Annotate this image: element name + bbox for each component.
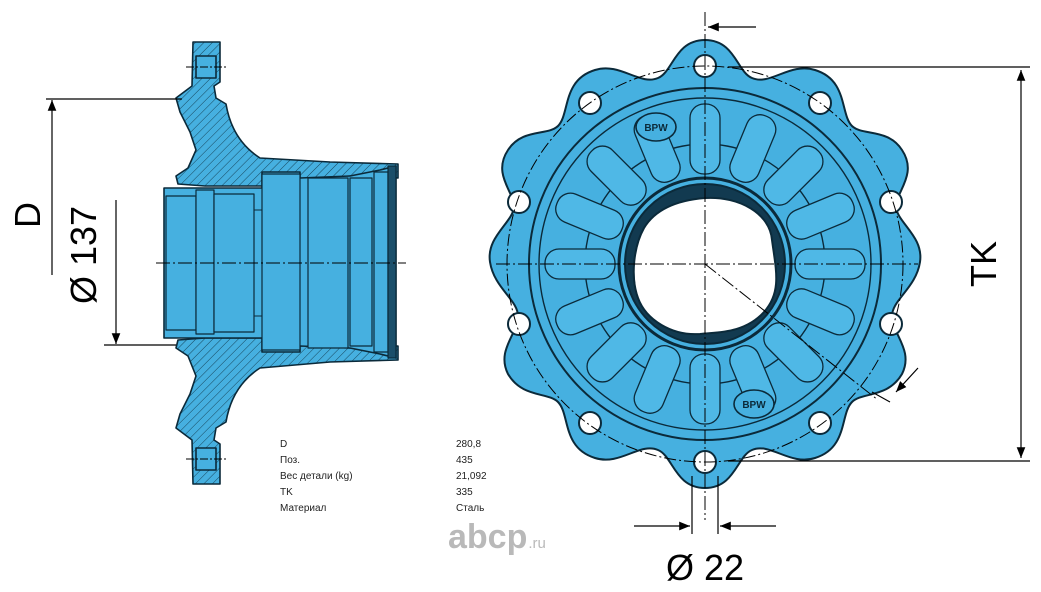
front-centreline-diagonal [704, 263, 879, 401]
bearing-seat-2 [195, 189, 215, 335]
spec-value: Сталь [456, 503, 485, 514]
spec-label: Поз. [280, 455, 300, 466]
spec-value: 21,092 [456, 471, 487, 482]
end-ring [387, 165, 397, 359]
spec-label: Материал [280, 503, 327, 514]
logo-medallion-top: BPW [635, 112, 677, 142]
upper-flange-section [175, 41, 399, 187]
lower-flange-section [175, 337, 399, 485]
dimension-diameter-22 [634, 476, 776, 534]
abcp-watermark: abcp.ru [448, 518, 546, 557]
bolt-hole [879, 190, 903, 214]
bolt-holes [507, 54, 903, 474]
watermark-tld: .ru [528, 535, 546, 552]
bolt-hole [507, 190, 531, 214]
watermark-main: abcp [448, 518, 528, 556]
dimension-d-label: D [7, 202, 48, 228]
dimension-diameter-137-label: Ø 137 [63, 206, 104, 304]
seal-ring [373, 171, 389, 353]
dimension-tk-label: TK [963, 241, 1004, 287]
bearing-seat-4 [261, 173, 301, 351]
dimension-d [46, 98, 182, 275]
dimension-diameter-137 [104, 200, 176, 346]
spec-value: 335 [456, 487, 473, 498]
spec-label: TK [280, 487, 293, 498]
logo-text: BPW [644, 123, 668, 134]
logo-medallion-bottom: BPW [733, 389, 775, 419]
bearing-seat-6 [349, 177, 373, 347]
spec-label: D [280, 439, 288, 450]
dimension-tk [728, 66, 1030, 462]
bolt-hole [808, 411, 832, 435]
bolt-hole [879, 312, 903, 336]
logo-text: BPW [742, 400, 766, 411]
diagonal-hole-dimension [871, 367, 919, 403]
dimension-diameter-22-label: Ø 22 [666, 547, 744, 588]
spec-value: 280,8 [456, 439, 482, 450]
spec-value: 435 [456, 455, 473, 466]
bolt-hole [507, 312, 531, 336]
spec-label: Вес детали (kg) [280, 471, 353, 482]
